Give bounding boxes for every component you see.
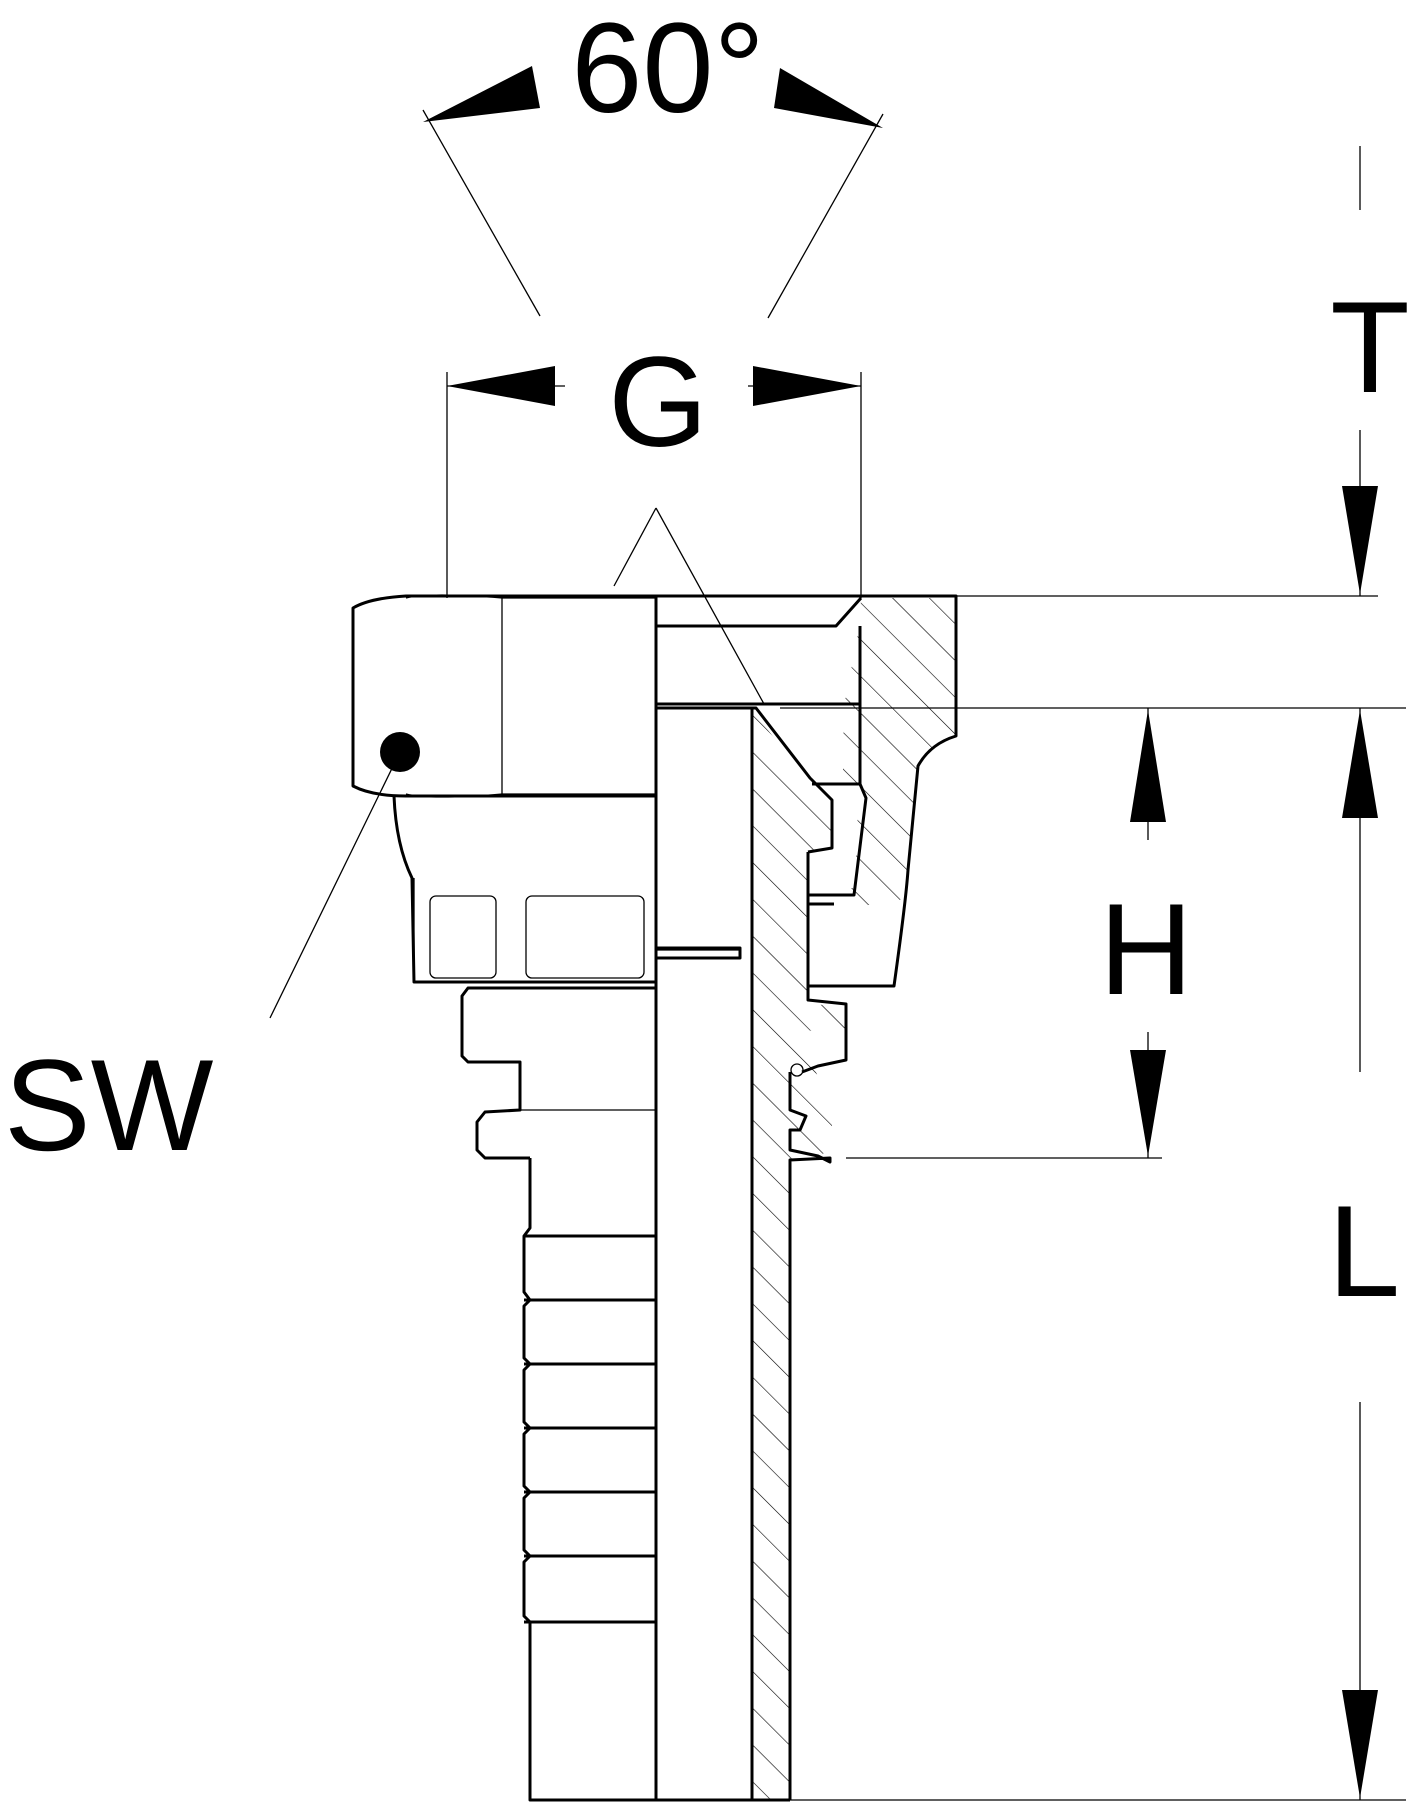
thread-length-label: T [1330,274,1409,420]
swivel-nut-exterior [351,594,656,984]
reference-lines [780,595,1406,1801]
sectioned-nipple [656,706,848,1802]
nut-flat-2 [525,895,645,979]
height-arrow-top [1130,710,1166,822]
nipple-exterior [460,986,656,1160]
length-dimension: L [1328,1178,1400,1800]
angle-arrow-right [774,68,883,128]
sectioned-nut [656,594,958,988]
t-arrow-down [1342,486,1378,594]
height-arrow-bottom [1130,1050,1166,1156]
wrench-size-label: SW [4,1032,214,1178]
wrench-size-leader [269,751,401,1019]
length-arrow-bottom [1342,1690,1378,1798]
thread-arrow-right [753,366,861,406]
thread-arrow-left [447,366,555,406]
angle-arrow-left [423,66,540,122]
wrench-size-callout: SW [4,732,420,1178]
angle-label: 60° [571,0,765,140]
thread-dimension: G [446,331,862,598]
hose-barbs [522,1158,656,1802]
thread-label: G [608,331,708,474]
angle-dimension: 60° [422,0,884,319]
nut-flat-1 [429,895,497,979]
height-dimension: H [1099,708,1193,1158]
thread-length-dimension: T [1330,146,1410,1072]
cone-lines [613,507,765,705]
height-label: H [1099,876,1193,1022]
length-label: L [1328,1178,1400,1324]
t-arrow-up [1342,710,1378,818]
angle-extension-right [767,113,884,319]
angle-extension-left [422,109,541,317]
